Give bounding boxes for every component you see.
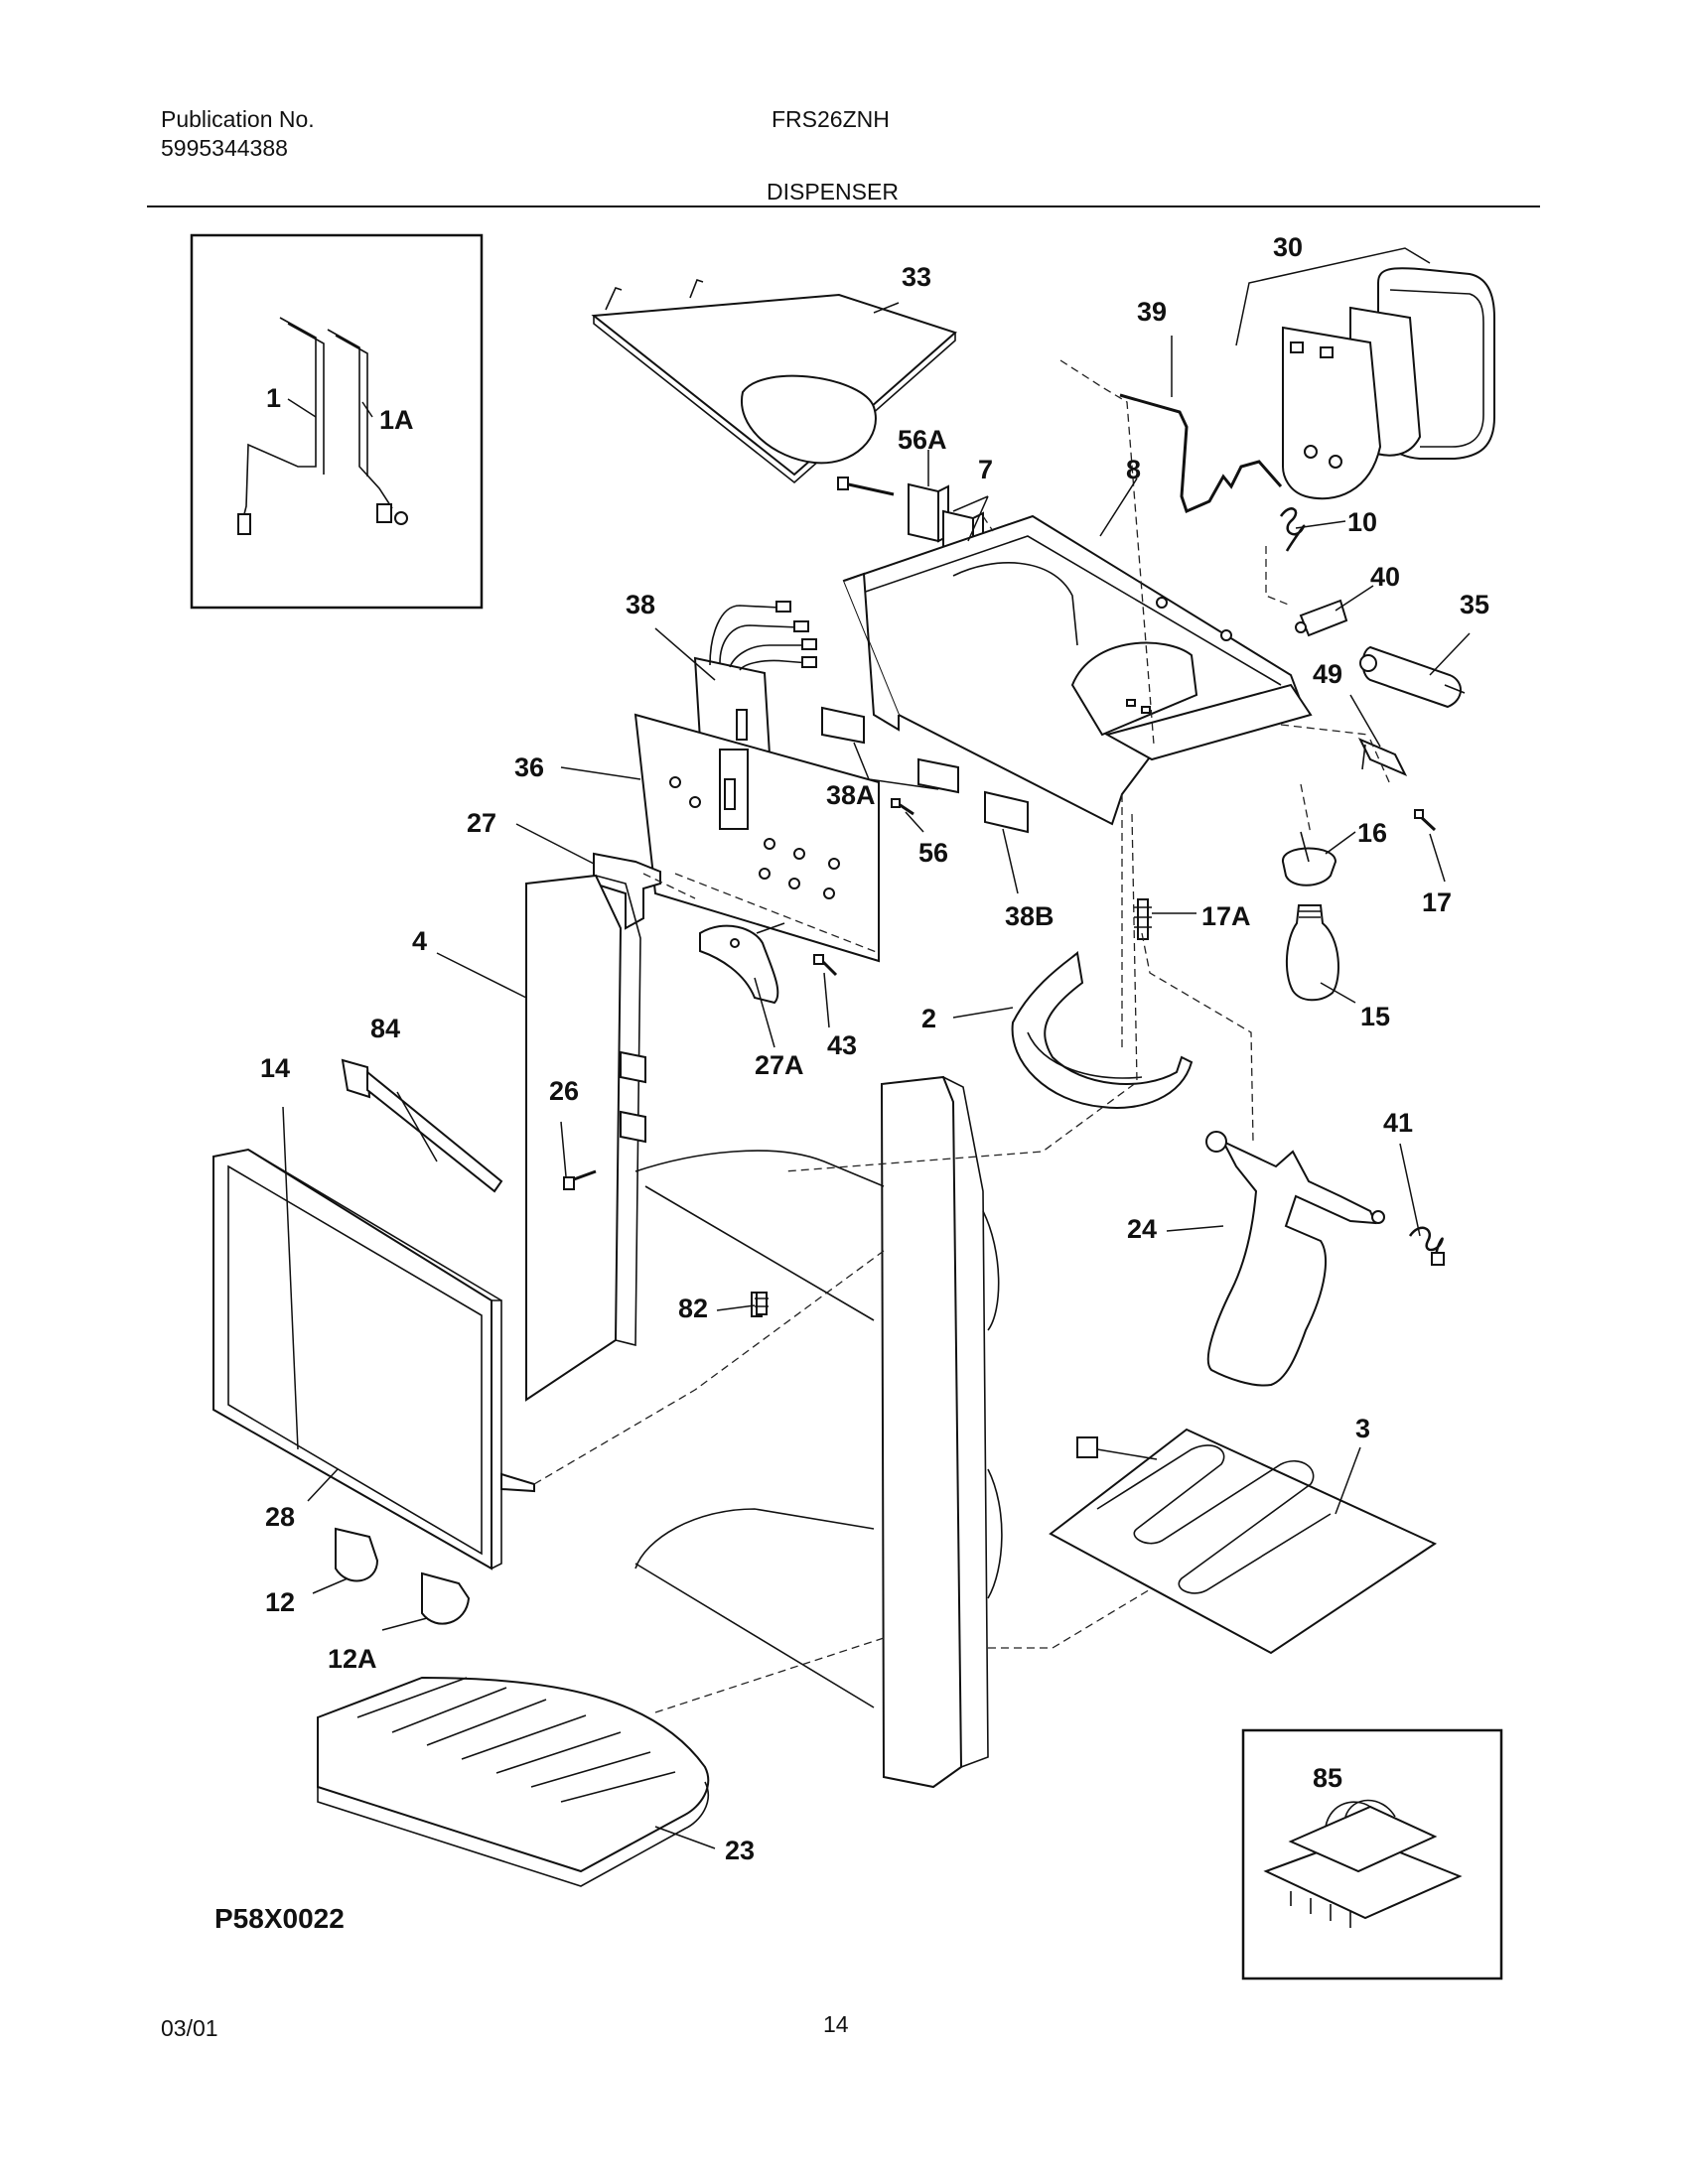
part-38A-switches	[821, 706, 959, 794]
page-number: 14	[823, 2011, 849, 2037]
label-part-12: 12	[265, 1587, 295, 1617]
part-17A-screw	[1134, 898, 1152, 940]
label-part-84: 84	[370, 1014, 400, 1043]
part-39-actuator-rod	[1119, 393, 1283, 514]
label-part-1: 1	[266, 383, 281, 413]
label-part-82: 82	[678, 1294, 708, 1323]
part-35-heater	[1359, 645, 1466, 709]
label-part-85: 85	[1313, 1763, 1342, 1793]
part-27A-lever	[699, 922, 785, 1005]
part-30-lamp-housing	[1235, 247, 1495, 500]
inset-transformer	[1241, 1728, 1503, 1980]
label-part-36: 36	[514, 752, 544, 782]
part-16-lamp-socket	[1281, 831, 1337, 887]
diagram-code: P58X0022	[214, 1903, 345, 1934]
part-12A-clip	[421, 1571, 471, 1625]
label-part-1A: 1A	[379, 405, 414, 435]
part-4-left-rail	[525, 874, 646, 1402]
label-part-8: 8	[1126, 455, 1141, 484]
part-12-clip	[335, 1527, 379, 1582]
part-3-heater-pad	[1049, 1428, 1438, 1655]
label-part-38B: 38B	[1005, 901, 1055, 931]
label-part-26: 26	[549, 1076, 579, 1106]
part-26-screw	[563, 1169, 597, 1190]
label-part-15: 15	[1360, 1002, 1390, 1031]
part-49-clip	[1357, 738, 1408, 776]
label-part-43: 43	[827, 1030, 857, 1060]
label-part-7: 7	[978, 455, 993, 484]
label-part-28: 28	[265, 1502, 295, 1532]
part-24-paddle	[1205, 1131, 1385, 1387]
part-8-dispenser-housing	[842, 359, 1313, 826]
part-40-socket	[1295, 599, 1348, 637]
section-title: DISPENSER	[767, 179, 899, 205]
part-2-chute-ring	[1011, 950, 1194, 1109]
label-part-30: 30	[1273, 232, 1303, 262]
label-part-33: 33	[902, 262, 931, 292]
part-33-cover-plate	[591, 279, 957, 484]
part-36-control-panel	[633, 713, 880, 963]
part-17-screw	[1414, 809, 1437, 832]
label-part-38A: 38A	[826, 780, 876, 810]
part-41-spring	[1408, 1226, 1445, 1266]
part-38B-switch	[984, 790, 1029, 834]
inset-wire-harness	[190, 233, 484, 610]
label-part-56: 56	[918, 838, 948, 868]
label-part-27: 27	[467, 808, 496, 838]
label-part-41: 41	[1383, 1108, 1413, 1138]
header-rule	[147, 205, 1540, 207]
part-23-drip-tray	[317, 1676, 710, 1887]
label-part-16: 16	[1357, 818, 1387, 848]
part-15-bulb	[1285, 904, 1339, 1002]
label-part-23: 23	[725, 1836, 755, 1865]
label-part-49: 49	[1313, 659, 1342, 689]
footer-date: 03/01	[161, 2015, 218, 2041]
model-number: FRS26ZNH	[772, 106, 890, 132]
label-part-10: 10	[1347, 507, 1377, 537]
label-part-40: 40	[1370, 562, 1400, 592]
part-38-control-board	[693, 601, 817, 756]
part-10-spring	[1279, 507, 1306, 552]
label-part-38: 38	[626, 590, 655, 619]
label-part-2: 2	[921, 1004, 936, 1033]
label-part-17: 17	[1422, 887, 1452, 917]
part-84-strip	[341, 1058, 503, 1193]
label-part-3: 3	[1355, 1414, 1370, 1443]
label-part-14: 14	[260, 1053, 290, 1083]
label-part-35: 35	[1460, 590, 1489, 619]
part-56A-screw	[837, 477, 895, 496]
label-part-24: 24	[1127, 1214, 1157, 1244]
label-part-4: 4	[412, 926, 427, 956]
label-part-12A: 12A	[328, 1644, 377, 1674]
label-part-39: 39	[1137, 297, 1167, 327]
part-43-screw	[813, 954, 838, 977]
label-part-56A: 56A	[898, 425, 947, 455]
part-14-front-panel	[212, 1148, 535, 1570]
part-82-screw	[755, 1292, 769, 1315]
label-part-27A: 27A	[755, 1050, 804, 1080]
publication-label: Publication No.	[161, 106, 315, 132]
dispenser-frame	[634, 1075, 1003, 1789]
part-56-screw	[891, 798, 914, 816]
label-part-17A: 17A	[1201, 901, 1251, 931]
publication-number: 5995344388	[161, 135, 288, 161]
